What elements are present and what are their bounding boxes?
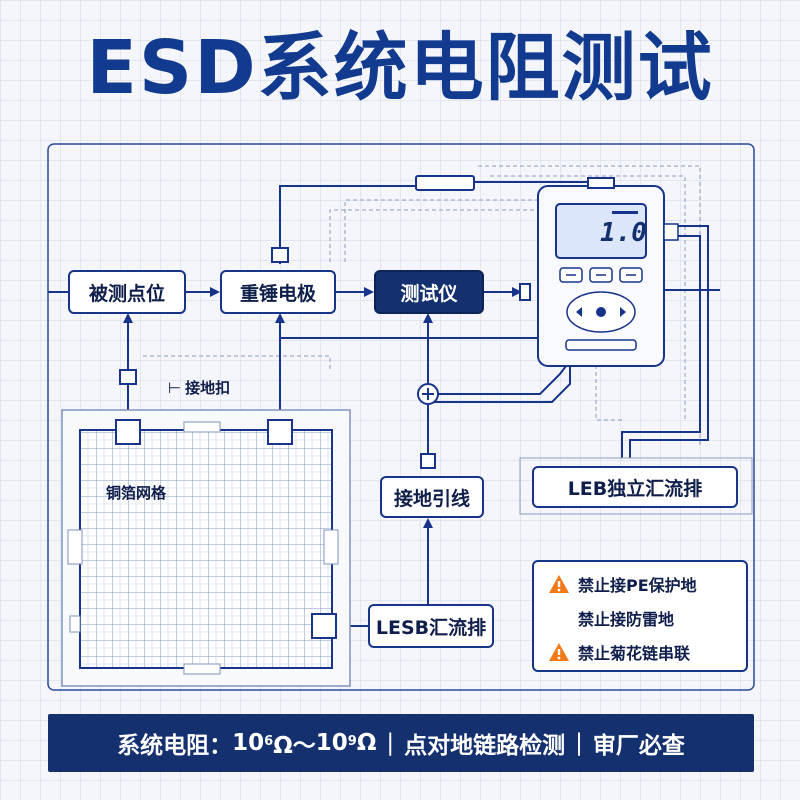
snap-connector-left — [119, 369, 137, 385]
ground-lead-terminal — [420, 453, 436, 469]
footer-base-high: 10 — [315, 730, 348, 756]
resistance-meter — [537, 177, 679, 367]
top-lead-connector — [415, 175, 475, 191]
footer-prefix: 系统电阻： — [117, 733, 233, 759]
ground-snap-text: 接地扣 — [185, 379, 231, 397]
node-leb-busbar: LEB独立汇流排 — [532, 466, 738, 508]
footer-ohm-low: Ω～ — [273, 733, 316, 759]
footer-ohm-high: Ω — [356, 730, 377, 756]
node-ground-lead: 接地引线 — [380, 476, 484, 518]
warning-text: 禁止接PE保护地 — [578, 576, 697, 595]
diagram-frame — [47, 143, 755, 691]
connectors — [48, 181, 720, 627]
copper-foil-mat — [61, 409, 351, 687]
electrode-top-terminal — [271, 247, 289, 263]
mat-terminal-right — [267, 419, 293, 445]
node-lesb-busbar: LESB汇流排 — [368, 604, 494, 648]
mat-terminal-bottom — [311, 613, 337, 639]
warning-spacer — [548, 608, 570, 628]
copper-grid-label: 铜箔网格 — [106, 484, 167, 502]
ground-snap-label: ⊢接地扣 — [168, 377, 230, 398]
ground-snap-tick: ⊢ — [168, 379, 182, 397]
warning-panel: 禁止接PE保护地 禁止接防雷地 禁止菊花链串联 — [532, 560, 748, 672]
node-heavy-electrode: 重锤电极 — [220, 270, 336, 314]
warning-item: 禁止菊花链串联 — [548, 640, 690, 664]
node-test-point: 被测点位 — [68, 270, 186, 314]
footer-base-low: 10 — [232, 730, 265, 756]
footer-item-detection: 点对地链路检测 — [404, 733, 566, 759]
warning-text: 禁止菊花链串联 — [578, 644, 691, 663]
warning-triangle-icon — [548, 574, 570, 594]
mat-terminal-left — [115, 419, 141, 445]
tester-port — [519, 283, 531, 301]
warning-item: 禁止接防雷地 — [548, 606, 674, 630]
footer-separator: | — [386, 730, 395, 756]
footer-exp-high: 9 — [347, 733, 357, 749]
footer-separator: | — [575, 730, 583, 756]
footer-item-audit: 审厂必查 — [592, 733, 685, 759]
node-tester: 测试仪 — [374, 270, 484, 314]
warning-item: 禁止接PE保护地 — [548, 572, 697, 596]
page-title: ESD系统电阻测试 — [86, 25, 714, 111]
warning-text: 禁止接防雷地 — [578, 610, 675, 629]
warning-triangle-icon — [548, 642, 570, 662]
meter-reading: 1.0 — [600, 218, 647, 248]
footer-exp-low: 6 — [264, 733, 274, 749]
